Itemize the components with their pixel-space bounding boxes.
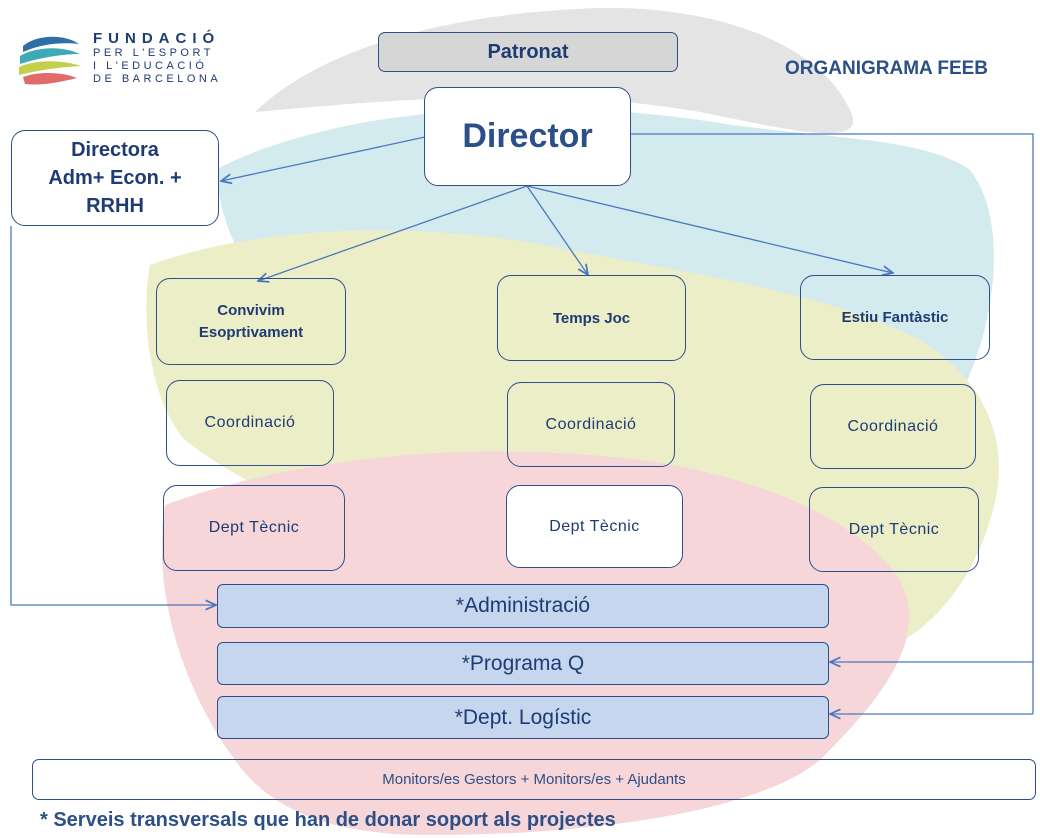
line-director-tempsjoc (526, 185, 588, 275)
line-director-estiu (526, 185, 893, 273)
line-director-convivim (258, 185, 528, 281)
project-convivim-box: Convivim Esoprtivament (156, 278, 346, 365)
page-title: ORGANIGRAMA FEEB (785, 58, 989, 79)
foundation-logo: FUNDACIÓ PER L'ESPORT I L'EDUCACIÓ DE BA… (17, 28, 262, 100)
project-tempsjoc-label: Temps Joc (552, 309, 631, 327)
directora-line-1: Directora (71, 139, 159, 161)
project-estiu-box: Estiu Fantàstic (800, 275, 990, 360)
service-programa-q: *Programa Q (217, 642, 829, 685)
service-administracio-label: *Administració (455, 594, 591, 617)
tech-dept-label-3: Dept Tècnic (848, 520, 940, 538)
directora-line-2: Adm+ Econ. + (48, 167, 182, 189)
logo-line-2: PER L'ESPORT (93, 47, 214, 59)
project-convivim-line-1: Convivim (217, 301, 285, 319)
logo-name: FUNDACIÓ (93, 30, 221, 47)
tech-dept-box-3: Dept Tècnic (809, 487, 979, 572)
monitors-label: Monitors/es Gestors + Monitors/es + Ajud… (382, 771, 686, 788)
project-estiu-label: Estiu Fantàstic (841, 309, 949, 326)
service-logistic-label: *Dept. Logístic (454, 705, 592, 729)
monitors-box: Monitors/es Gestors + Monitors/es + Ajud… (32, 759, 1036, 800)
tech-dept-label-1: Dept Tècnic (208, 519, 300, 536)
coordination-label-3: Coordinació (847, 417, 939, 435)
service-logistic: *Dept. Logístic (217, 696, 829, 739)
patronat-box: Patronat (378, 32, 678, 72)
logo-wordmark: FUNDACIÓ PER L'ESPORT I L'EDUCACIÓ DE BA… (93, 30, 221, 86)
project-convivim-line-2: Esoprtivament (198, 323, 304, 341)
tech-dept-box-1: Dept Tècnic (163, 485, 345, 571)
logo-line-3: I L'EDUCACIÓ (93, 60, 208, 72)
logo-line-4: DE BARCELONA (93, 73, 222, 85)
tech-dept-box-2: Dept Tècnic (506, 485, 683, 568)
patronat-label: Patronat (487, 40, 569, 63)
line-director-directora (221, 136, 426, 181)
coordination-box-1: Coordinació (166, 380, 334, 466)
logo-waves-icon (19, 36, 81, 85)
service-administracio: *Administració (217, 584, 829, 628)
line-director-right-trunk (631, 133, 1034, 714)
line-directora-administracio (10, 226, 216, 605)
coordination-label-2: Coordinació (545, 415, 637, 433)
coordination-box-2: Coordinació (507, 382, 675, 467)
service-programa-q-label: *Programa Q (461, 651, 585, 675)
director-box: Director (424, 87, 631, 186)
director-label: Director (462, 117, 593, 155)
directora-box: Directora Adm+ Econ. + RRHH (11, 130, 219, 226)
coordination-box-3: Coordinació (810, 384, 976, 469)
project-tempsjoc-box: Temps Joc (497, 275, 686, 361)
coordination-label-1: Coordinació (204, 414, 296, 431)
tech-dept-label-2: Dept Tècnic (549, 517, 640, 535)
directora-line-3: RRHH (86, 195, 144, 217)
footnote: * Serveis transversals que han de donar … (40, 809, 616, 831)
